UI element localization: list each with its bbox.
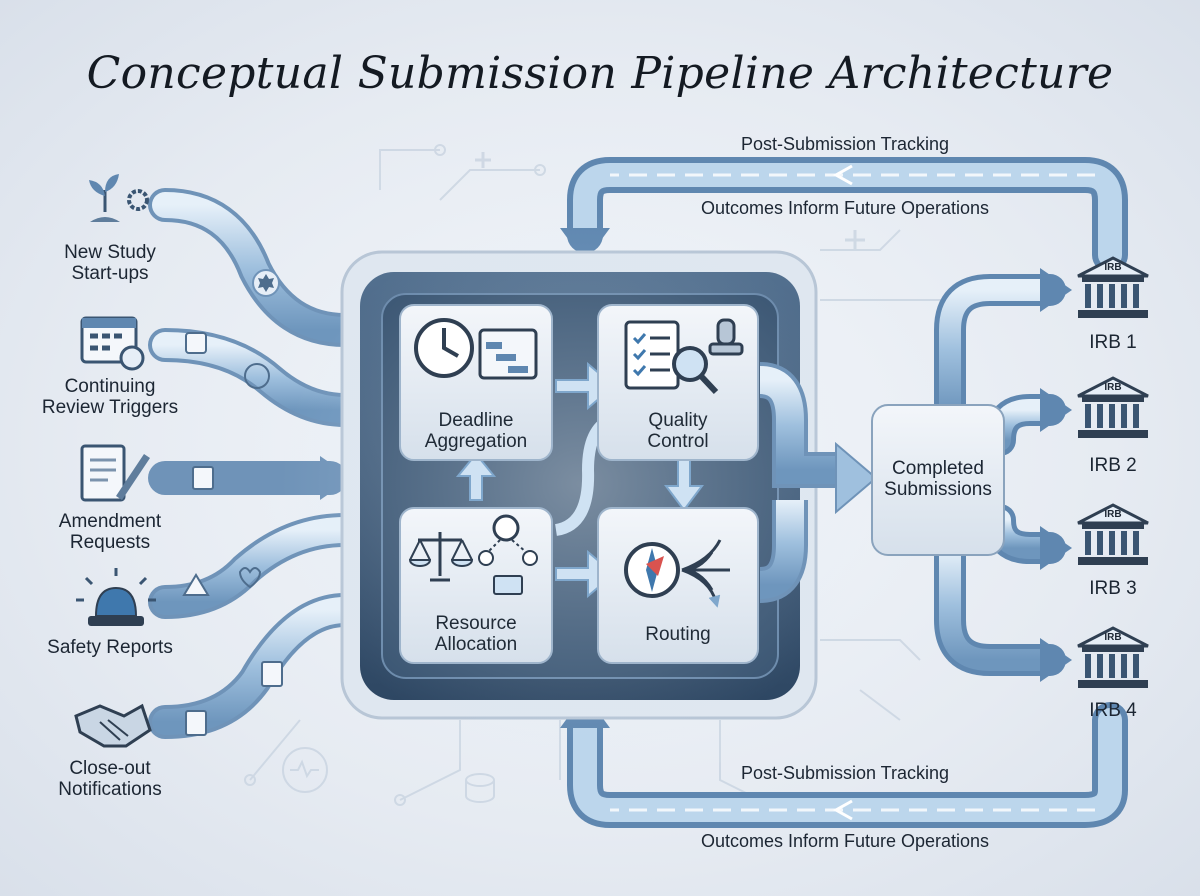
output-arrowheads — [1040, 268, 1072, 682]
irb-building-4 — [1077, 626, 1149, 688]
irb-buildings — [1077, 256, 1149, 688]
stage-label-quality: Quality Control — [598, 410, 758, 452]
input-label-line: Amendment — [58, 511, 162, 532]
irb-badge: IRB — [1104, 382, 1122, 393]
input-label-amendment: Amendment Requests — [20, 511, 200, 553]
page-title: Conceptual Submission Pipeline Architect… — [86, 48, 1114, 99]
stage-label-resource: Resource Allocation — [400, 613, 552, 655]
completed-submissions-box — [871, 404, 1005, 556]
stage-label-line: Allocation — [434, 634, 518, 655]
compass-arrows-icon — [624, 539, 730, 602]
stage-label-line: Deadline — [438, 410, 514, 431]
clock-gantt-icon — [414, 318, 538, 380]
irb-building-1 — [1077, 256, 1149, 318]
completed-label-line: Completed — [892, 458, 984, 479]
input-label-continuing-review: Continuing Review Triggers — [20, 376, 200, 418]
calendar-refresh-icon — [80, 316, 145, 371]
completed-label-line: Submissions — [884, 479, 992, 500]
stage-label-line: Resource — [435, 613, 517, 634]
irb-label-4: IRB 4 — [1089, 700, 1137, 721]
input-label-line: New Study — [64, 242, 156, 263]
stage-label-deadline: Deadline Aggregation — [400, 410, 552, 452]
input-label-line: Continuing — [64, 376, 156, 397]
input-pipe-1 — [148, 188, 397, 347]
irb-badge: IRB — [1104, 632, 1122, 643]
input-label-line: Notifications — [58, 779, 162, 800]
irb-label-2: IRB 2 — [1089, 455, 1137, 476]
document-pen-icon — [80, 444, 150, 502]
irb-label-3: IRB 3 — [1089, 578, 1137, 599]
input-label-line: Close-out — [69, 758, 151, 779]
input-label-line: Safety Reports — [47, 637, 173, 658]
feedback-bottom-outcomes-label: Outcomes Inform Future Operations — [700, 831, 990, 851]
irb-badge: IRB — [1104, 509, 1122, 520]
irb-badge: IRB — [1104, 262, 1122, 273]
stage-label-line: Routing — [645, 624, 711, 645]
stage-label-line: Aggregation — [424, 431, 528, 452]
input-label-line: Start-ups — [71, 263, 149, 284]
feedback-bottom-tracking-label: Post-Submission Tracking — [740, 763, 950, 783]
feedback-top-tracking-label: Post-Submission Tracking — [740, 134, 950, 154]
input-label-line: Requests — [69, 532, 151, 553]
alarm-light-icon — [76, 568, 156, 626]
input-label-new-study: New Study Start-ups — [20, 242, 200, 284]
scales-network-icon — [408, 514, 538, 595]
hub-to-completed-pipe — [758, 362, 878, 603]
stage-label-line: Quality — [648, 410, 708, 431]
output-pipes — [934, 274, 1066, 676]
irb-label-1: IRB 1 — [1089, 332, 1137, 353]
irb-building-3 — [1077, 503, 1149, 565]
checklist-magnifier-icon — [624, 318, 744, 395]
stage-label-routing: Routing — [598, 624, 758, 645]
pipe-badges — [182, 269, 283, 736]
seedling-gear-icon — [89, 174, 149, 222]
input-label-safety: Safety Reports — [20, 637, 200, 658]
feedback-top-outcomes-label: Outcomes Inform Future Operations — [700, 198, 990, 218]
input-label-close-out: Close-out Notifications — [20, 758, 200, 800]
input-label-line: Review Triggers — [41, 397, 179, 418]
stage-label-line: Control — [647, 431, 709, 452]
completed-submissions-label: Completed Submissions — [872, 458, 1004, 500]
resource-card — [399, 507, 553, 664]
irb-building-2 — [1077, 376, 1149, 438]
handshake-icon — [74, 703, 152, 748]
